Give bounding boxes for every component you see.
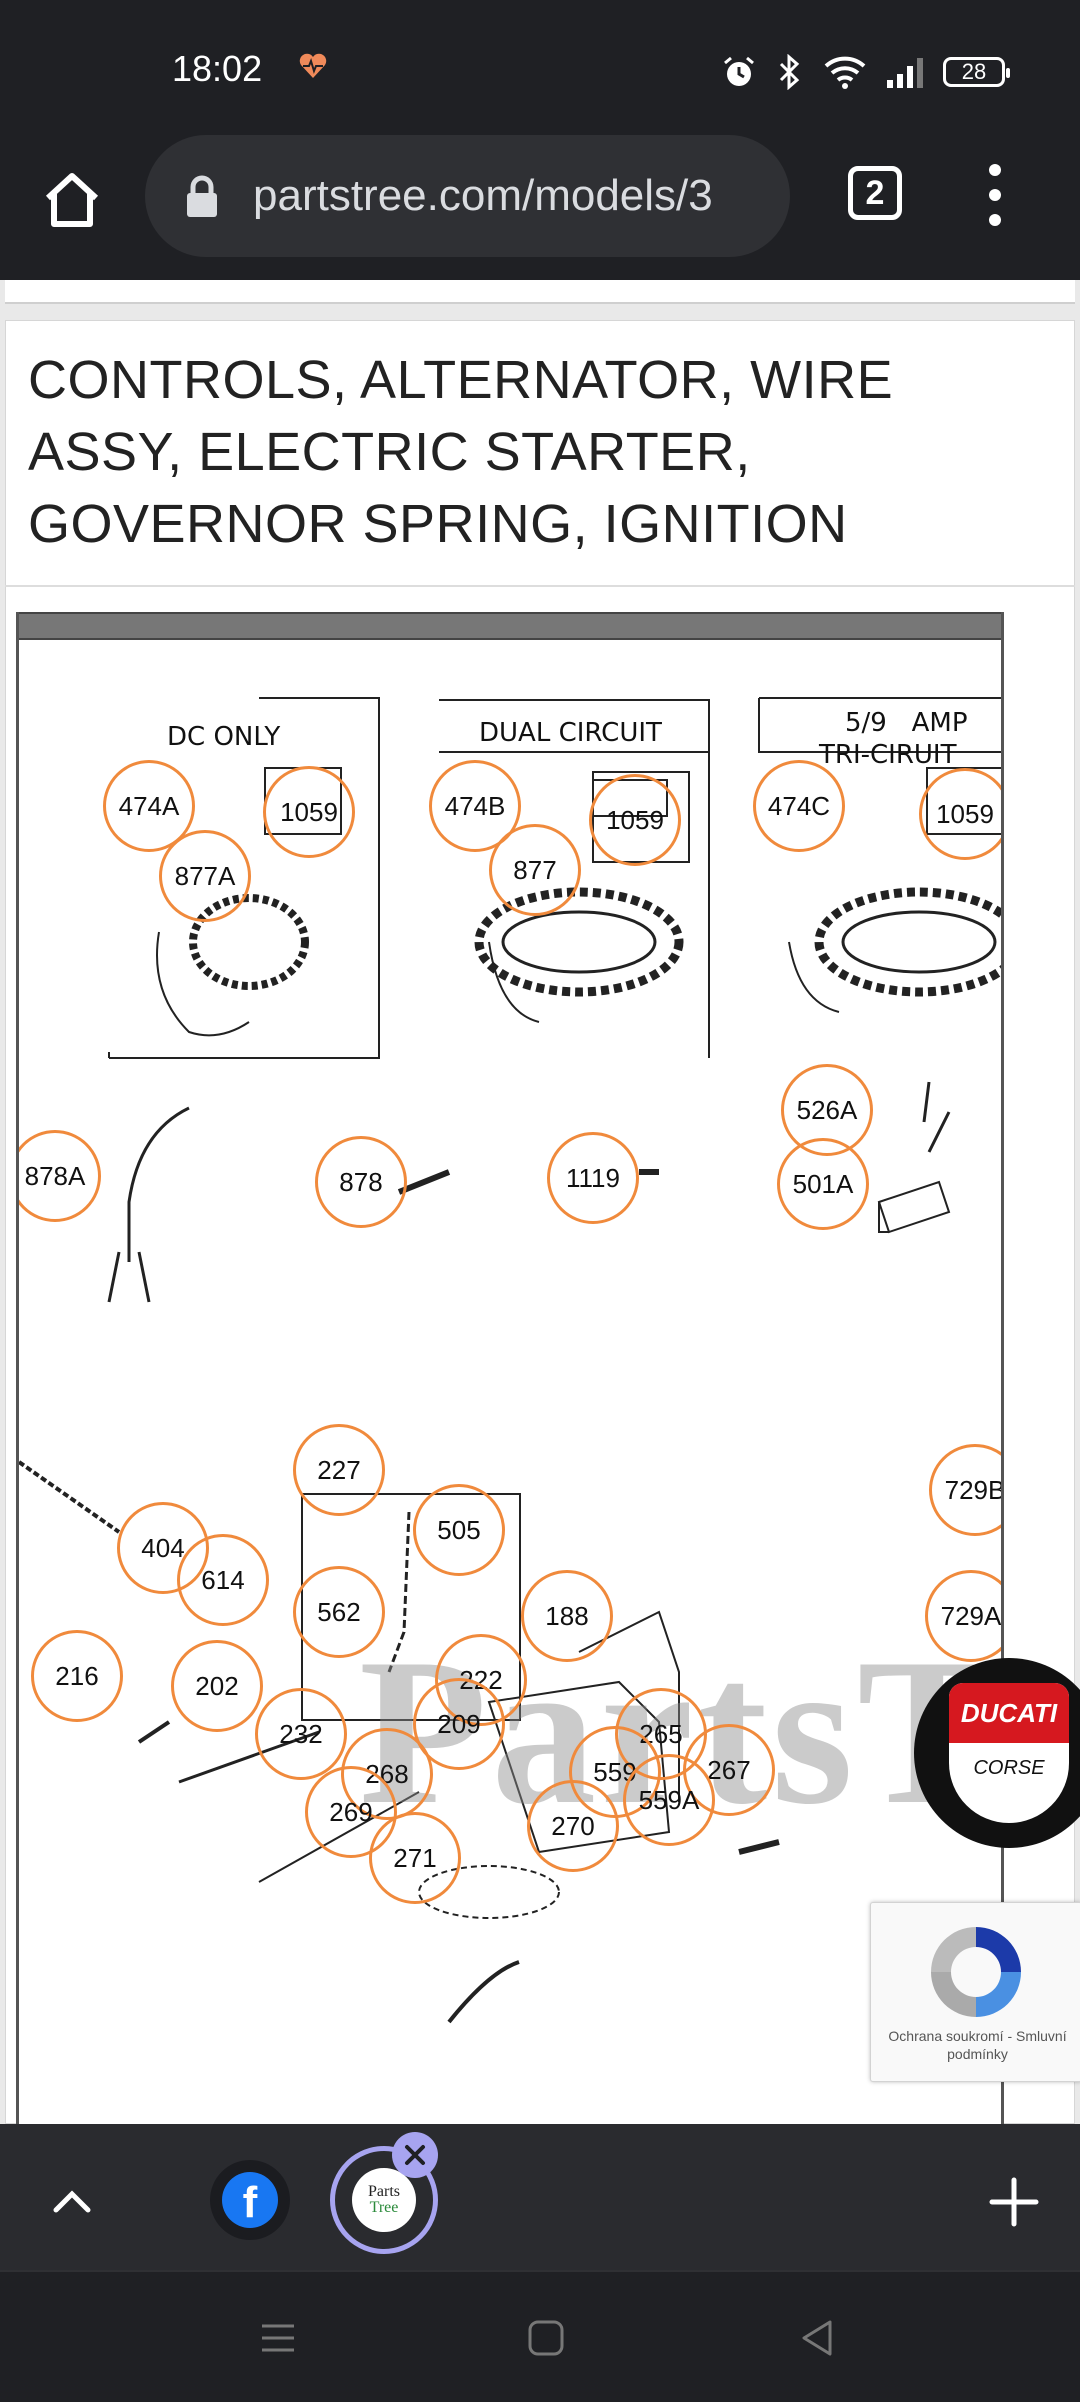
signal-icon — [887, 58, 923, 88]
part-hotspot[interactable]: 271 — [369, 1812, 461, 1904]
bluetooth-icon — [779, 54, 800, 90]
new-tab-plus-icon[interactable] — [984, 2172, 1044, 2232]
ducati-logo: DUCATI CORSE — [949, 1683, 1069, 1823]
part-hotspot[interactable]: 505 — [413, 1484, 505, 1576]
part-hotspot[interactable]: 877A — [159, 830, 251, 922]
part-hotspot[interactable]: 877 — [489, 824, 581, 916]
partstree-icon: Parts Tree — [352, 2168, 416, 2232]
page-title: CONTROLS, ALTERNATOR, WIRE ASSY, ELECTRI… — [28, 350, 894, 554]
part-hotspot[interactable]: 1059 — [919, 768, 1001, 860]
home-icon[interactable] — [40, 168, 104, 232]
part-hotspot[interactable]: 878A — [19, 1130, 101, 1222]
back-icon[interactable] — [798, 2318, 838, 2358]
tab-facebook[interactable]: f — [210, 2160, 290, 2240]
part-hotspot[interactable]: 614 — [177, 1534, 269, 1626]
recent-apps-icon[interactable] — [258, 2318, 298, 2358]
label-amp: 5/9 AMP — [845, 708, 968, 738]
partstree-logo-line2: Tree — [369, 2199, 399, 2216]
diagram-header-bar — [19, 612, 1001, 640]
previous-section-edge — [5, 280, 1075, 304]
title-divider — [5, 585, 1075, 587]
chevron-up-icon[interactable] — [48, 2178, 96, 2226]
wifi-icon — [824, 56, 866, 89]
overflow-menu-icon[interactable] — [980, 164, 1010, 226]
status-icons: 28 — [721, 52, 1010, 92]
label-dc-only: DC ONLY — [167, 722, 281, 752]
part-hotspot[interactable]: 1059 — [263, 766, 355, 858]
parts-diagram: DC ONLY DUAL CIRCUIT 5/9 AMP TRI-CIRUIT … — [16, 612, 1004, 2124]
heart-rate-icon — [299, 53, 327, 78]
part-hotspot[interactable]: 270 — [527, 1780, 619, 1872]
part-hotspot[interactable]: 474C — [753, 760, 845, 852]
part-hotspot[interactable]: 1059 — [589, 774, 681, 866]
label-dual-circuit: DUAL CIRCUIT — [479, 718, 662, 748]
battery-icon: 28 — [943, 57, 1010, 87]
ducati-brand: DUCATI — [949, 1683, 1069, 1743]
part-hotspot[interactable]: 474B — [429, 760, 521, 852]
lock-icon — [187, 175, 217, 217]
part-hotspot[interactable]: 209 — [413, 1678, 505, 1770]
recaptcha-icon — [931, 1927, 1021, 2017]
part-hotspot[interactable]: 227 — [293, 1424, 385, 1516]
browser-toolbar: partstree.com/models/3 2 — [0, 130, 1080, 280]
part-hotspot[interactable]: 216 — [31, 1630, 123, 1722]
battery-level: 28 — [961, 59, 987, 84]
close-tab-button[interactable] — [392, 2132, 438, 2178]
diagram-line-art — [19, 697, 1001, 2024]
part-hotspot[interactable]: 1119 — [547, 1132, 639, 1224]
part-hotspot[interactable]: 232 — [255, 1688, 347, 1780]
part-hotspot[interactable]: 562 — [293, 1566, 385, 1658]
recaptcha-badge[interactable]: Ochrana soukromí - Smluvní podmínky — [870, 1902, 1080, 2082]
ducati-corse: CORSE — [973, 1757, 1045, 1779]
part-hotspot[interactable]: 188 — [521, 1570, 613, 1662]
url-text[interactable]: partstree.com/models/3 — [253, 171, 713, 220]
partstree-logo-line1: Parts — [368, 2183, 400, 2200]
label-tri-circuit: TRI-CIRUIT — [819, 740, 957, 770]
ducati-ad-badge[interactable]: DUCATI CORSE — [914, 1658, 1080, 1848]
part-hotspot[interactable]: 474A — [103, 760, 195, 852]
part-hotspot[interactable]: 202 — [171, 1640, 263, 1732]
alarm-icon — [724, 56, 754, 86]
tab-strip: f Parts Tree — [0, 2124, 1080, 2270]
recaptcha-links[interactable]: Ochrana soukromí - Smluvní podmínky — [888, 2028, 1067, 2062]
part-hotspot[interactable]: 729B — [929, 1444, 1001, 1536]
part-hotspot[interactable]: 501A — [777, 1138, 869, 1230]
facebook-icon: f — [222, 2172, 278, 2228]
status-time: 18:02 — [172, 48, 263, 89]
tab-partstree[interactable]: Parts Tree — [330, 2146, 438, 2254]
part-hotspot[interactable]: 559A — [623, 1754, 715, 1846]
part-hotspot[interactable]: 878 — [315, 1136, 407, 1228]
part-hotspot[interactable]: 729A — [925, 1570, 1001, 1662]
system-navigation-bar — [0, 2270, 1080, 2402]
web-content[interactable]: CONTROLS, ALTERNATOR, WIRE ASSY, ELECTRI… — [0, 280, 1080, 2124]
tab-switcher-button[interactable]: 2 — [848, 166, 902, 220]
home-nav-icon[interactable] — [526, 2318, 566, 2358]
status-bar: 18:02 28 — [0, 0, 1080, 130]
address-bar[interactable]: partstree.com/models/3 — [145, 135, 790, 257]
part-hotspot[interactable]: 269 — [305, 1766, 397, 1858]
close-icon — [405, 2145, 425, 2165]
